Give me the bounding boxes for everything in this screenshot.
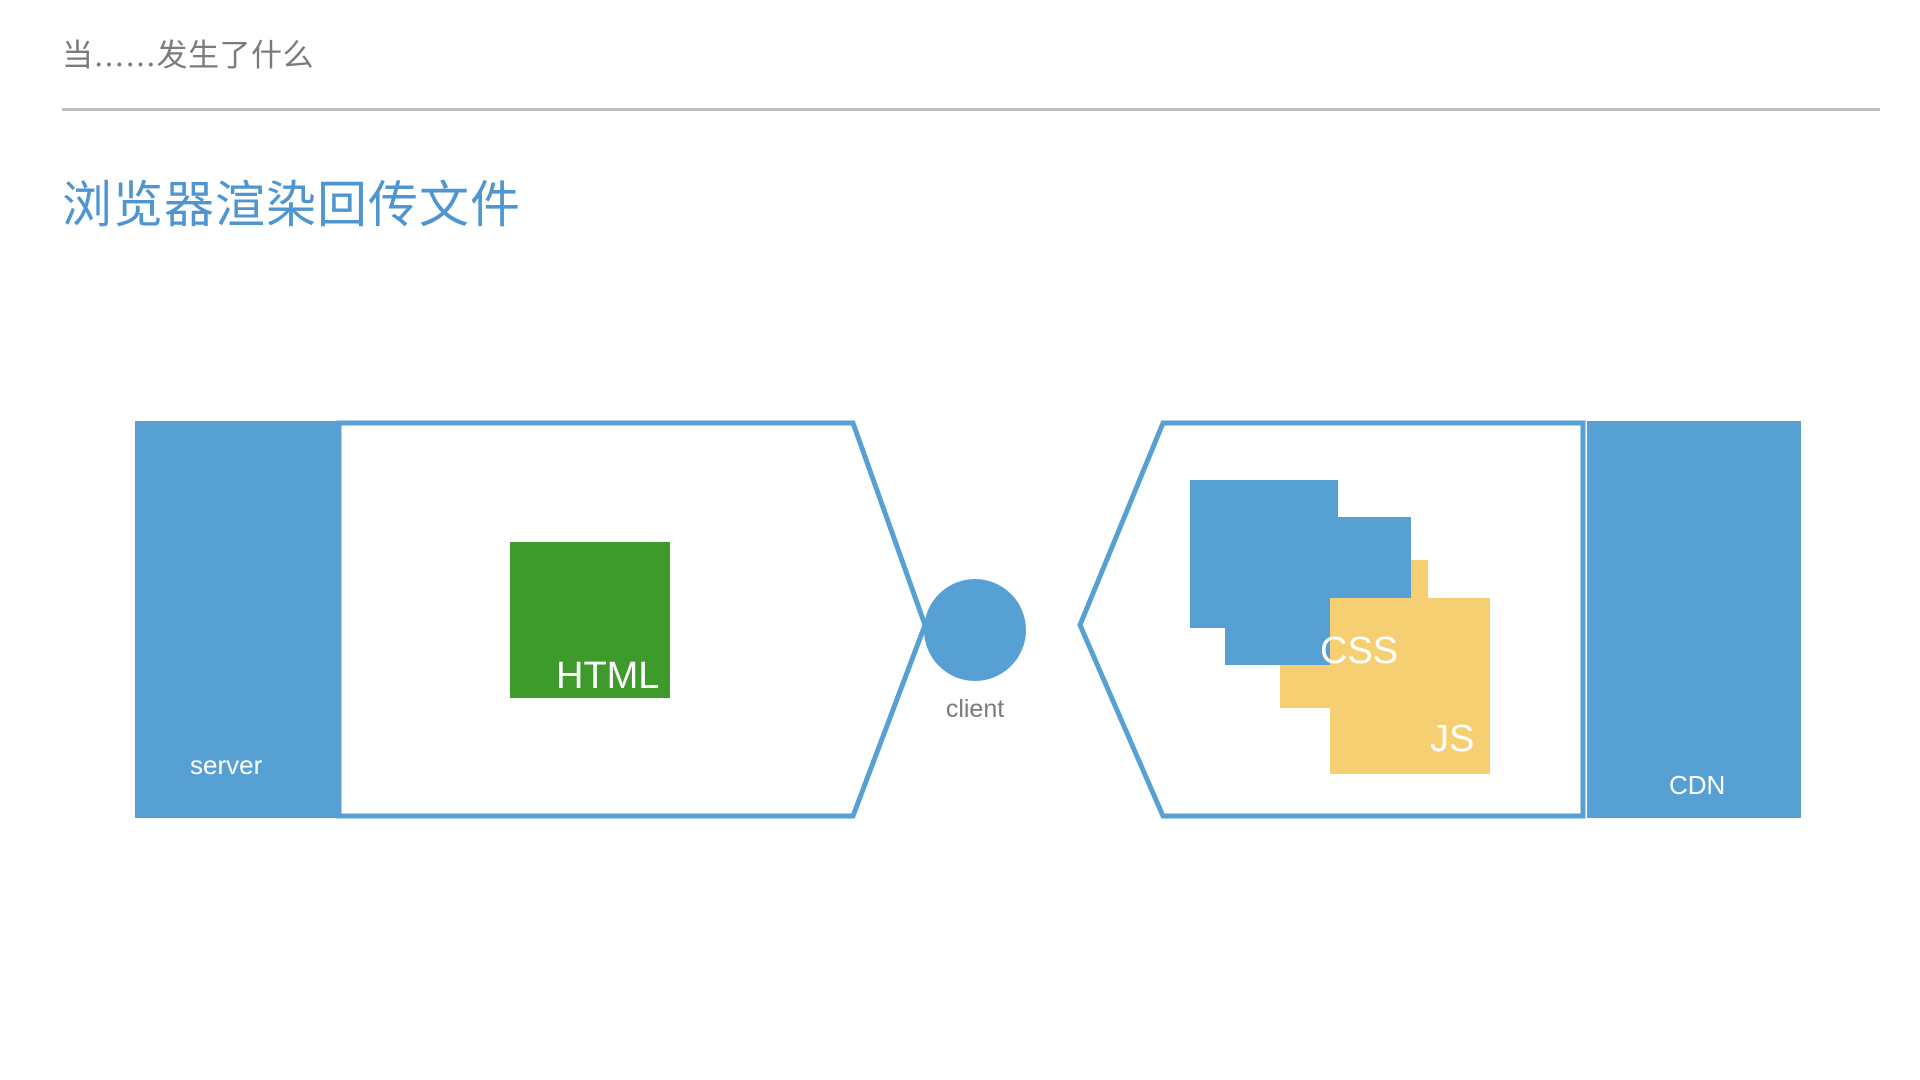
header-eyebrow-text: 当……发生了什么 xyxy=(62,38,314,74)
html-label: HTML xyxy=(556,655,660,697)
css-label: CSS xyxy=(1320,630,1399,672)
page-title: 浏览器渲染回传文件 xyxy=(62,176,521,234)
js-label: JS xyxy=(1430,718,1475,760)
cdn-block[interactable] xyxy=(1587,421,1801,818)
client-circle[interactable] xyxy=(924,579,1026,681)
html-square[interactable] xyxy=(510,542,670,698)
client-label: client xyxy=(945,695,1005,723)
cdn-label: CDN xyxy=(1669,770,1726,800)
header-divider xyxy=(62,108,1880,111)
js-square-front[interactable] xyxy=(1330,598,1490,774)
server-block[interactable] xyxy=(135,421,339,818)
slide-header: 当……发生了什么 xyxy=(62,38,1880,111)
server-label: server xyxy=(190,750,263,780)
